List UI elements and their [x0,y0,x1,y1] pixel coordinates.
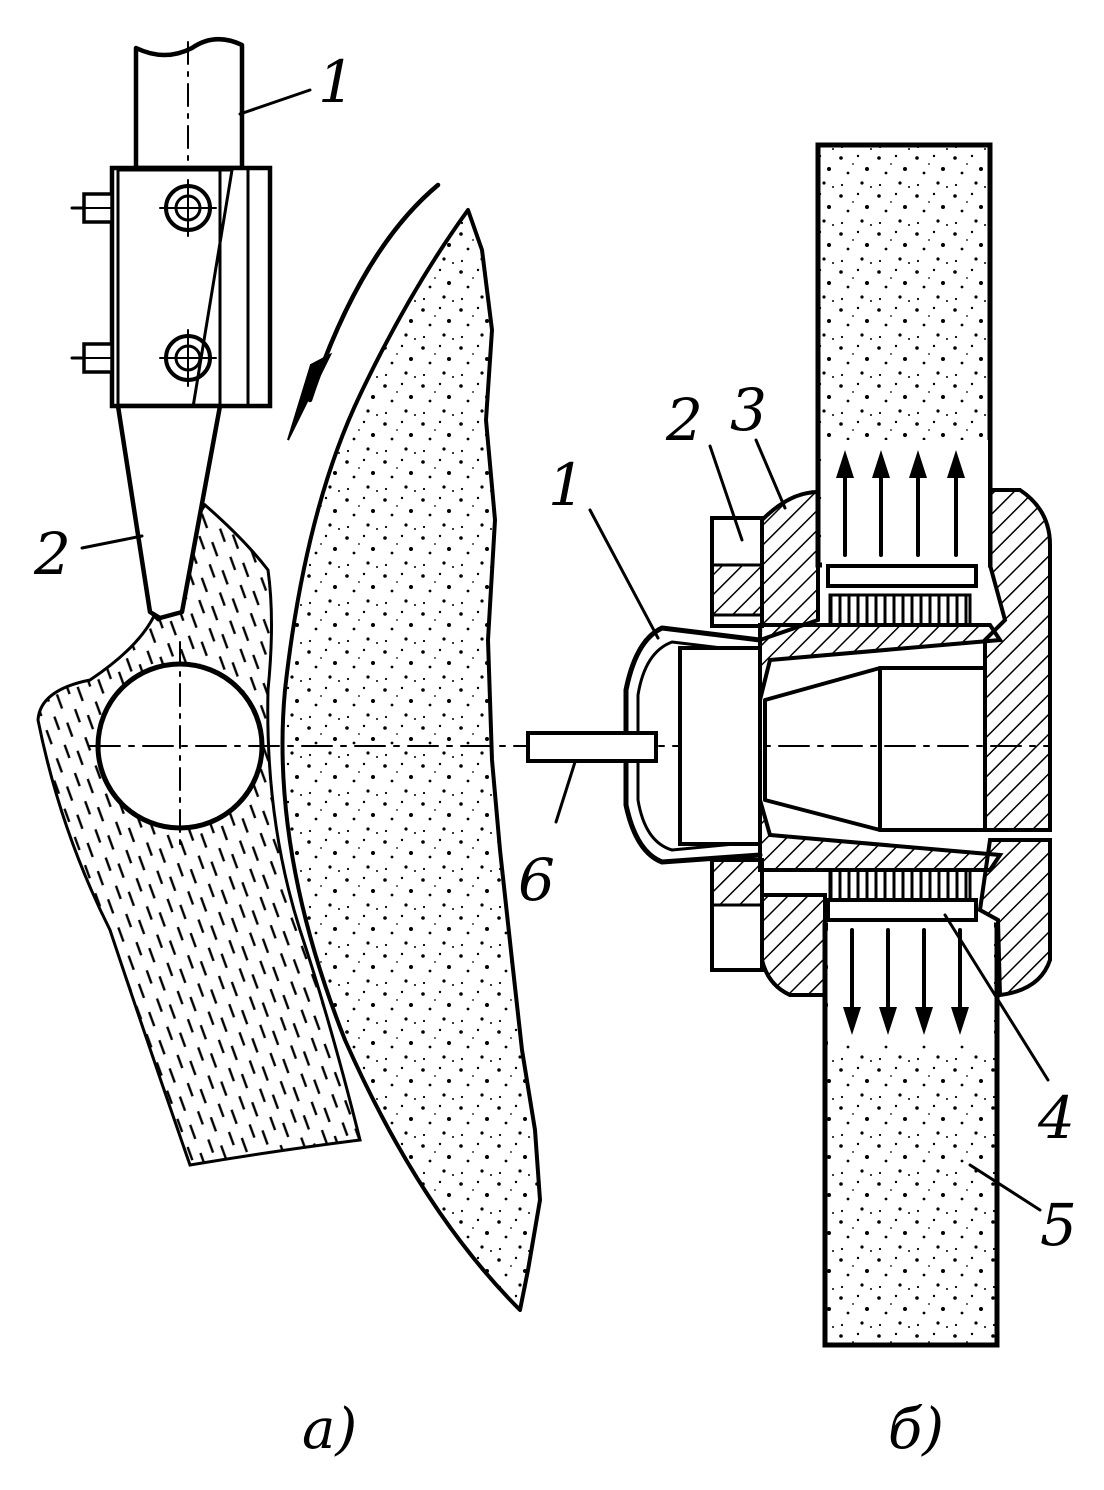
cap-boss [678,646,762,846]
panel-a-dressing-view: 1 2 а) [33,37,1051,1462]
pressure-arrows-down-icon [843,928,969,1035]
set-screw-bottom-icon [70,342,114,374]
lower-arrow-zone [828,920,994,1045]
outer-flange-lower-right [977,838,1052,998]
clamp-nut-lower-section [710,858,764,907]
panel-b-wheel-mounting-view: 1 2 3 4 5 6 б) [518,142,1077,1462]
label-a-holder: 1 [318,48,355,116]
pressure-plate-upper [826,564,978,588]
leader-b-2 [708,444,744,542]
label-b-wheel: 5 [1040,1191,1077,1259]
label-b-inner-flange: 4 [1037,1084,1075,1152]
outer-flange-right [983,488,1052,832]
spring-pack-upper [828,593,972,627]
leader-b-4 [943,913,1050,1082]
leader-b-6 [554,760,577,824]
fibrous-material [36,502,362,1167]
pressure-plate-lower [826,898,978,922]
holder-rod [133,37,245,171]
taper-bore [763,666,987,832]
spring-pack-lower [828,868,972,902]
leader-b-5 [968,1163,1042,1212]
label-b-flange: 3 [730,376,767,444]
leader-a-1 [238,88,312,116]
caption-a: а) [302,1397,357,1462]
grinding-wheel-section [280,208,542,1312]
clamp-screw-top-icon [159,179,217,237]
cutter-tip [115,403,223,621]
label-b-nut: 2 [665,386,703,454]
rotation-arrow-icon [287,352,333,441]
clamp-nut-upper-section [710,563,764,617]
label-a-cutter: 2 [33,520,71,588]
leader-b-3 [754,438,787,510]
label-b-pin: 6 [518,846,555,914]
set-screw-top-icon [70,192,114,224]
upper-arrow-zone [822,440,988,570]
label-b-cap: 1 [548,451,585,519]
leader-a-2 [80,534,144,550]
pressure-arrows-up-icon [836,450,965,557]
adapter-lower [758,799,1004,872]
leader-b-1 [588,508,660,640]
outer-flange-lower-left [760,893,827,997]
caption-b: б) [888,1397,944,1462]
center-pin [526,731,658,763]
outer-flange [757,489,820,643]
